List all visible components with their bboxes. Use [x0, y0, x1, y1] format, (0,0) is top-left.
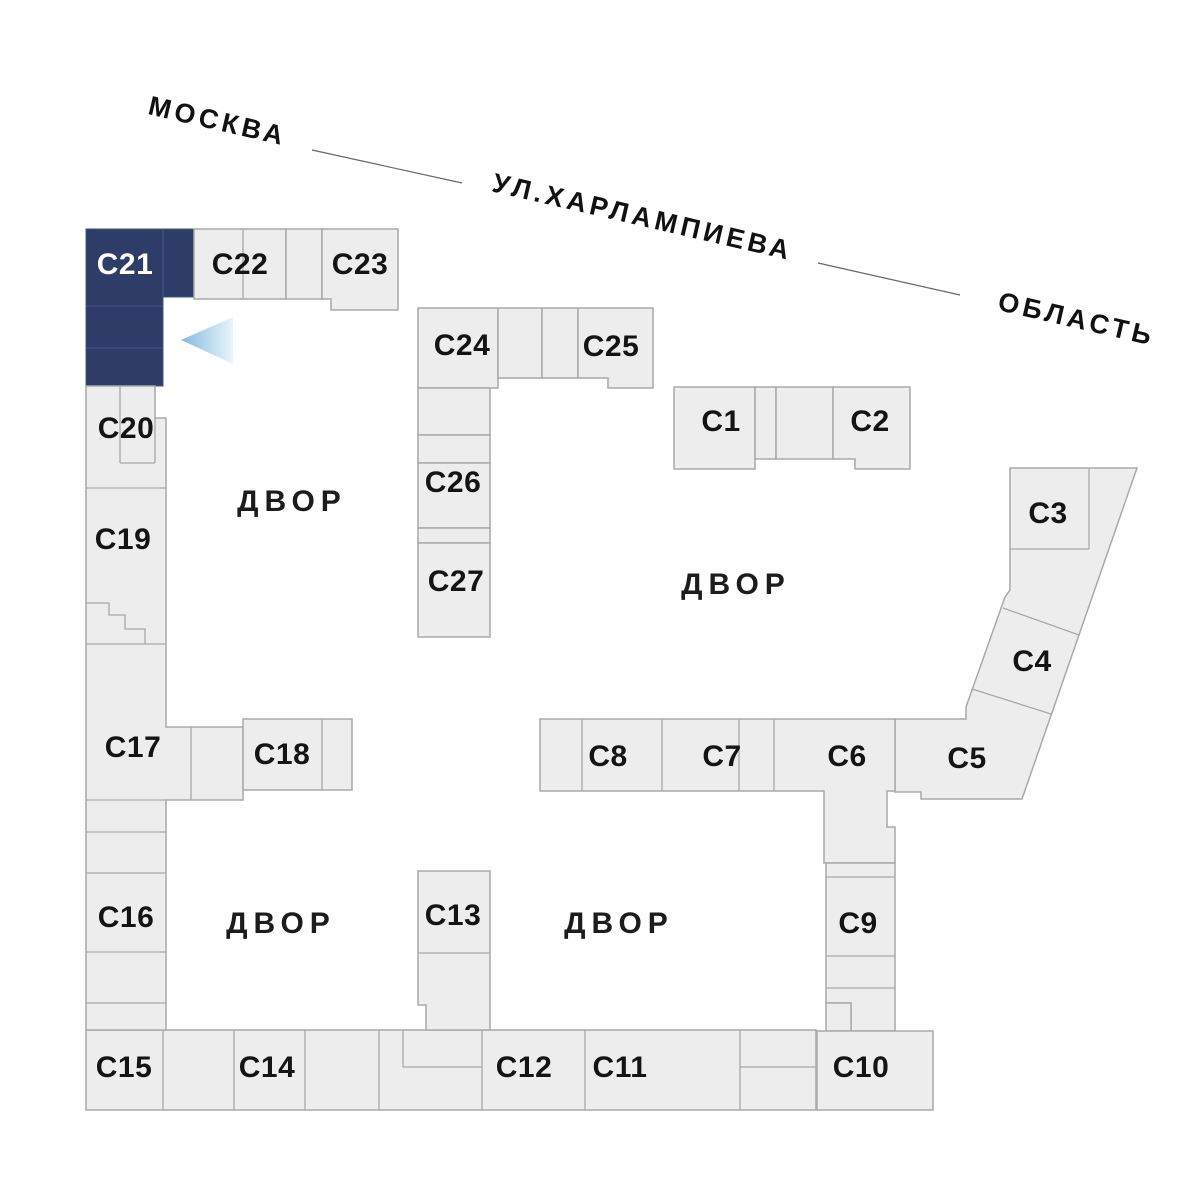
building-label-c9: С9	[838, 907, 877, 940]
building-label-c4: С4	[1012, 645, 1051, 678]
courtyard-label-bottom-right: ДВОР	[564, 907, 674, 940]
building-label-c5: С5	[947, 742, 986, 775]
building-c27-annex[interactable]	[417, 527, 491, 544]
building-c26-annex-1[interactable]	[417, 387, 491, 436]
building-c10[interactable]	[816, 1030, 934, 1111]
building-label-c16: С16	[98, 901, 155, 934]
building-label-c26: С26	[425, 466, 482, 499]
building-label-c27: С27	[428, 565, 485, 598]
building-label-c20: С20	[98, 412, 155, 445]
street-line-right	[817, 262, 961, 296]
building-c26[interactable]	[417, 462, 491, 529]
building-label-c25: С25	[583, 330, 640, 363]
building-c2-annex[interactable]	[775, 386, 834, 460]
building-c8-c7-c6-row[interactable]	[539, 718, 896, 864]
building-label-c18: С18	[254, 738, 311, 771]
unit-divider-lines	[86, 229, 1090, 1110]
building-label-c24: С24	[434, 329, 491, 362]
street-name-label: УЛ.ХАРЛАМПИЕВА	[490, 168, 796, 266]
building-c27[interactable]	[417, 542, 491, 638]
building-label-c23: С23	[332, 248, 389, 281]
building-label-c22: С22	[212, 248, 269, 281]
building-label-c2: С2	[850, 405, 889, 438]
building-label-c10: С10	[833, 1051, 890, 1084]
building-label-c12: С12	[496, 1051, 553, 1084]
building-label-c17: С17	[105, 731, 162, 764]
building-c26-annex-2[interactable]	[417, 434, 491, 464]
building-c18[interactable]	[242, 718, 353, 791]
building-c22[interactable]	[193, 228, 287, 300]
building-c24-annex-1[interactable]	[497, 307, 543, 379]
street-region-label: ОБЛАСТЬ	[995, 286, 1158, 351]
building-c1-annex[interactable]	[754, 386, 777, 460]
courtyard-label-top-right: ДВОР	[681, 568, 791, 601]
building-c1[interactable]	[673, 386, 756, 470]
building-label-c8: С8	[588, 740, 627, 773]
building-c25[interactable]	[577, 307, 654, 389]
building-label-c3: С3	[1028, 497, 1067, 530]
building-c13[interactable]	[417, 870, 491, 1031]
building-label-c11: С11	[593, 1051, 648, 1084]
street-city-label: МОСКВА	[146, 90, 290, 151]
building-c15-c14-c12-c11-row[interactable]	[85, 1029, 817, 1111]
building-c9-annex[interactable]	[825, 1002, 852, 1032]
courtyard-label-top-left: ДВОР	[237, 485, 347, 518]
courtyard-label-bottom-left: ДВОР	[226, 907, 336, 940]
building-c21[interactable]	[85, 228, 195, 387]
building-c24[interactable]	[417, 307, 499, 389]
building-c24-annex-2[interactable]	[541, 307, 579, 379]
building-label-c21: С21	[97, 248, 154, 281]
building-c22-annex[interactable]	[285, 228, 323, 300]
building-label-c15: С15	[96, 1051, 153, 1084]
selection-arrow-icon	[181, 317, 233, 364]
building-label-c1: С1	[701, 405, 740, 438]
building-label-c13: С13	[425, 899, 482, 932]
building-label-c6: С6	[827, 740, 866, 773]
street-line-left	[311, 149, 463, 184]
building-label-c7: С7	[702, 740, 741, 773]
building-c23[interactable]	[321, 228, 399, 311]
building-c2[interactable]	[832, 386, 911, 470]
building-label-c19: С19	[95, 523, 152, 556]
building-label-c14: С14	[239, 1051, 296, 1084]
building-c3-c4-c5-strip[interactable]	[894, 467, 1139, 800]
